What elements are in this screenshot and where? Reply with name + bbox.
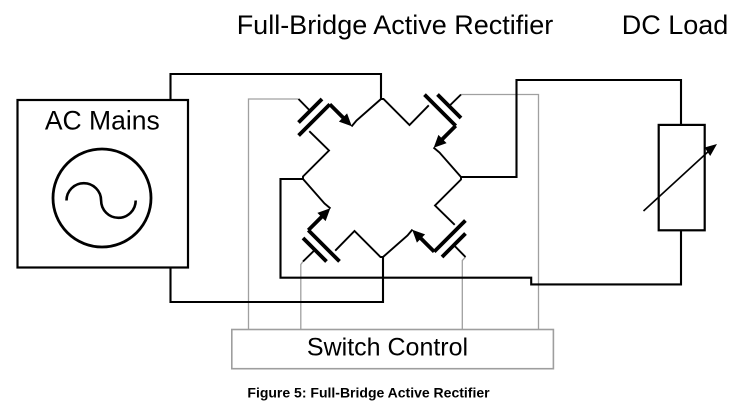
svg-text:Full-Bridge Active Rectifier: Full-Bridge Active Rectifier — [237, 10, 554, 40]
svg-text:AC Mains: AC Mains — [45, 105, 160, 135]
svg-text:Switch Control: Switch Control — [307, 334, 468, 362]
svg-text:Figure 5: Full-Bridge Active R: Figure 5: Full-Bridge Active Rectifier — [247, 385, 490, 401]
svg-text:DC Load: DC Load — [622, 10, 729, 40]
